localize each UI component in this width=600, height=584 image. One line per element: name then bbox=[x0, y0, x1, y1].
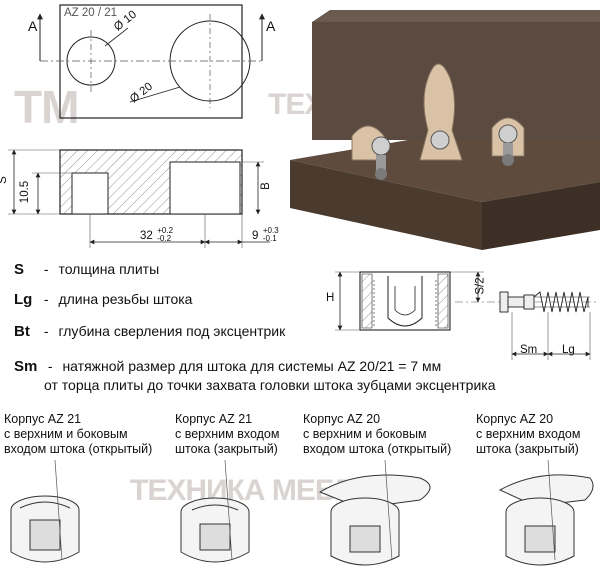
caption-line: Корпус AZ 21 bbox=[175, 412, 253, 426]
legend-key: Sm bbox=[14, 358, 38, 375]
fastener-drawing bbox=[335, 271, 596, 360]
legend-text: натяжной размер для штока для системы AZ… bbox=[62, 358, 442, 374]
section-small-bore bbox=[71, 172, 109, 215]
caption-az20-open: Корпус AZ 20 с верхним и боковым входом … bbox=[303, 412, 451, 457]
caption-line: входом штока (открытый) bbox=[4, 442, 153, 456]
legend-text-continued: от торца плиты до точки захвата головки … bbox=[44, 377, 496, 393]
panel-outline bbox=[59, 4, 243, 119]
legend-sep: - bbox=[47, 358, 53, 374]
dim-s-label: S bbox=[0, 176, 9, 184]
section-large-bore bbox=[169, 161, 241, 215]
legend-text: длина резьбы штока bbox=[58, 291, 193, 307]
dim-thickness-label: 10.5 bbox=[19, 180, 32, 204]
legend-sep: - bbox=[43, 261, 49, 277]
caption-line: входом штока (открытый) bbox=[303, 442, 452, 456]
dim-edge: 9 +0.3 -0.1 bbox=[252, 226, 279, 244]
dim-edge-tol-minus: -0.1 bbox=[262, 233, 277, 243]
dim-spacing: 32 +0.2 -0.2 bbox=[140, 226, 173, 244]
caption-line: штока (закрытый) bbox=[175, 442, 278, 456]
caption-az20-closed: Корпус AZ 20 с верхним входом штока (зак… bbox=[476, 412, 580, 457]
dim-edge-value: 9 bbox=[252, 230, 259, 242]
caption-line: с верхним и боковым bbox=[4, 427, 128, 441]
caption-line: с верхним входом bbox=[175, 427, 280, 441]
housing-az20-open bbox=[318, 474, 431, 566]
caption-line: с верхним входом bbox=[476, 427, 581, 441]
caption-line: Корпус AZ 20 bbox=[303, 412, 381, 426]
housing-az20-closed bbox=[498, 474, 594, 566]
legend-text: глубина сверления под эксцентрик bbox=[58, 323, 286, 339]
dim-spacing-tol-plus: +0.2 bbox=[157, 225, 174, 235]
legend-key: Bt bbox=[14, 323, 30, 340]
dim-b-label: B bbox=[259, 182, 272, 190]
dim-spacing-tol-minus: -0.2 bbox=[157, 233, 172, 243]
section-mark-left: A bbox=[28, 18, 38, 34]
top-view bbox=[37, 4, 265, 119]
legend-item-s: S - толщина плиты bbox=[14, 261, 159, 278]
legend-item-lg: Lg - длина резьбы штока bbox=[14, 291, 192, 308]
dim-sm-label: Sm bbox=[520, 344, 538, 356]
dim-edge-tol-plus: +0.3 bbox=[262, 225, 279, 235]
legend-key: Lg bbox=[14, 291, 33, 308]
section-view bbox=[8, 149, 270, 248]
caption-line: с верхним и боковым bbox=[303, 427, 427, 441]
dim-lg-label: Lg bbox=[562, 344, 575, 356]
legend-text: толщина плиты bbox=[58, 261, 160, 277]
legend-key: S bbox=[14, 261, 25, 278]
legend-sep: - bbox=[43, 291, 49, 307]
board-illustration bbox=[290, 10, 600, 250]
housing-sketches bbox=[10, 459, 594, 566]
housing-az21-closed bbox=[180, 497, 250, 563]
caption-line: Корпус AZ 21 bbox=[4, 412, 82, 426]
drawing-label: AZ 20 / 21 bbox=[64, 7, 118, 19]
dim-spacing-value: 32 bbox=[140, 230, 153, 242]
section-mark-right: A bbox=[266, 18, 276, 34]
dim-s2-label: S/2 bbox=[474, 277, 487, 295]
housing-az21-open bbox=[10, 495, 80, 563]
logo-watermark: TM bbox=[14, 81, 79, 133]
caption-az21-closed: Корпус AZ 21 с верхним входом штока (зак… bbox=[175, 412, 279, 457]
legend-item-sm: Sm - натяжной размер для штока для систе… bbox=[14, 357, 496, 394]
legend-item-bt: Bt - глубина сверления под эксцентрик bbox=[14, 323, 285, 340]
caption-line: штока (закрытый) bbox=[476, 442, 579, 456]
caption-az21-open: Корпус AZ 21 с верхним и боковым входом … bbox=[4, 412, 152, 457]
dim-h-label: H bbox=[326, 292, 335, 304]
legend-sep: - bbox=[43, 323, 49, 339]
caption-line: Корпус AZ 20 bbox=[476, 412, 554, 426]
